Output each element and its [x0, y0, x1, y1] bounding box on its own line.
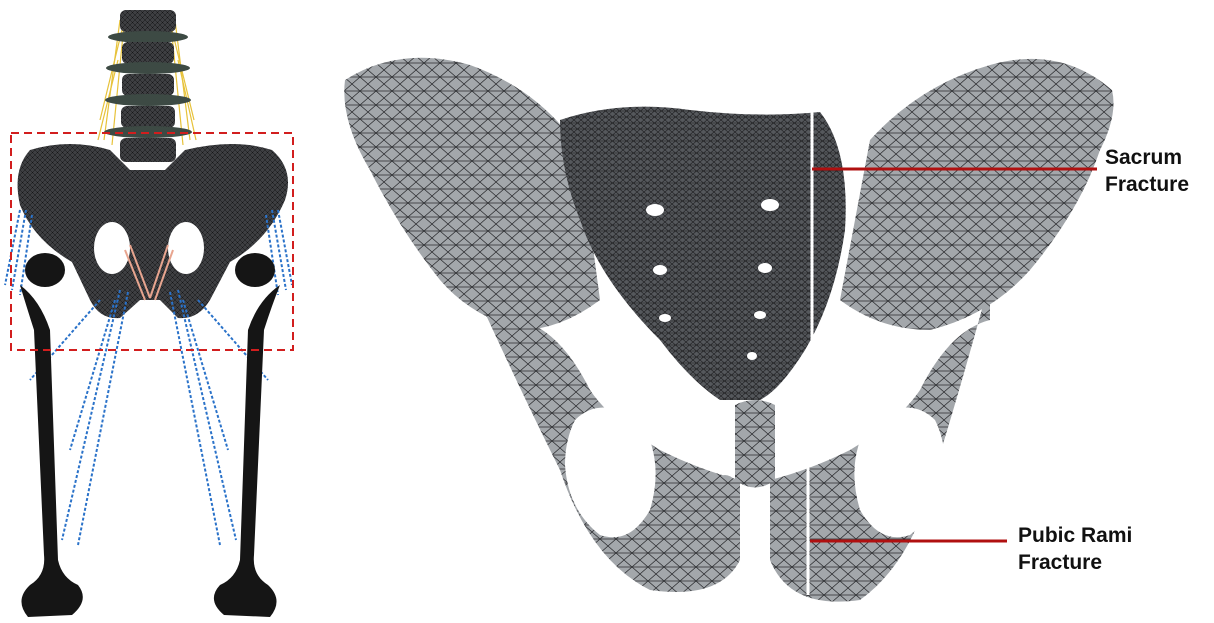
- coccyx: [715, 475, 735, 503]
- lumbar-spine: [104, 10, 192, 162]
- left-obturator-foramen: [565, 408, 656, 538]
- pubic-label-line2: Fracture: [1018, 549, 1132, 576]
- pelvis-mesh-closeup: [344, 58, 1113, 602]
- femurs: [20, 253, 280, 617]
- right-obturator-foramen: [854, 408, 945, 538]
- pubic-rami-fracture-label: Pubic Rami Fracture: [1018, 522, 1132, 576]
- sacrum-label-line1: Sacrum: [1105, 144, 1189, 171]
- sacrum-fracture-label: Sacrum Fracture: [1105, 144, 1189, 198]
- right-ilium: [840, 59, 1114, 330]
- full-model: [5, 10, 293, 617]
- pubic-symphysis: [735, 400, 775, 488]
- left-ilium: [344, 58, 600, 330]
- pubic-label-line1: Pubic Rami: [1018, 522, 1132, 549]
- sacrum-label-line2: Fracture: [1105, 171, 1189, 198]
- sacrum: [560, 107, 846, 400]
